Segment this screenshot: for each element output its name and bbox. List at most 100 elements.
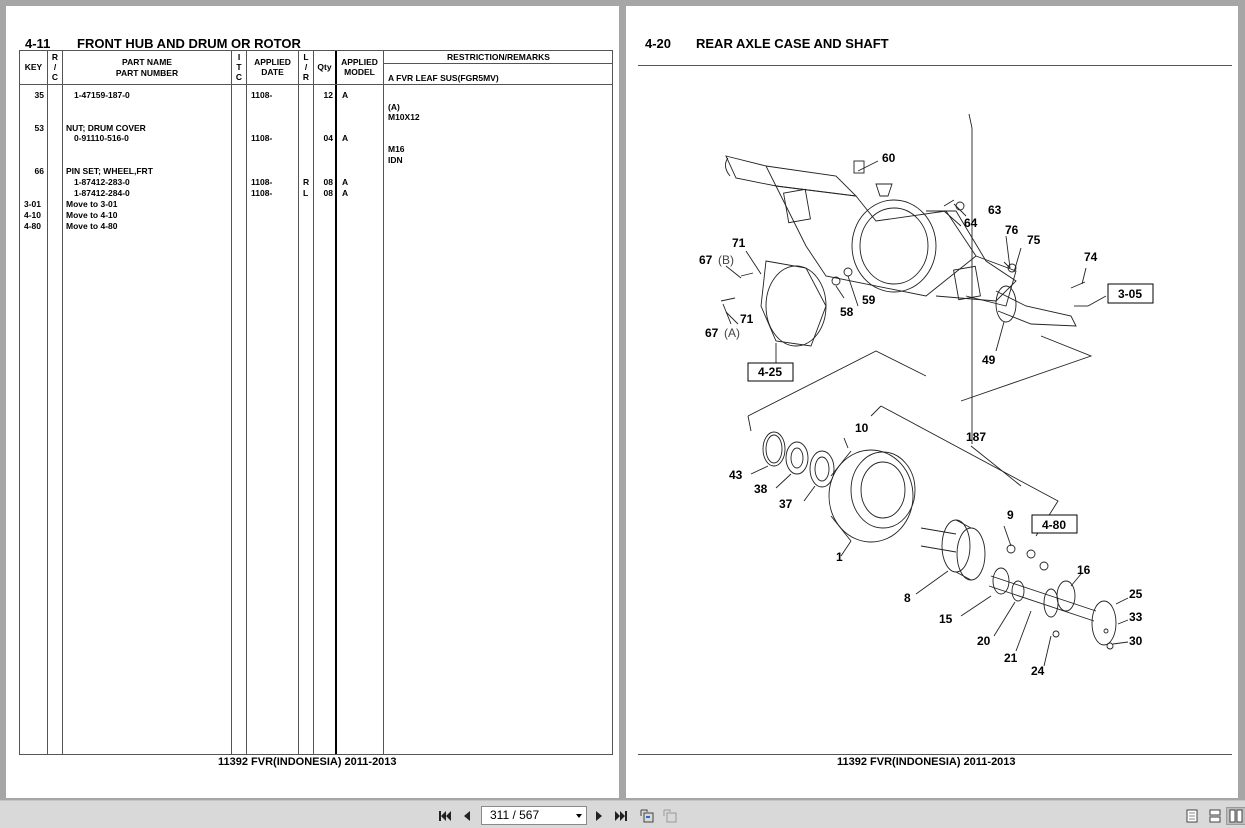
callout-71-bottom: 71 <box>740 312 754 326</box>
callout-10: 10 <box>855 421 869 435</box>
callout-75: 75 <box>1027 233 1041 247</box>
row-key: 4-10 <box>24 210 42 220</box>
navigation-toolbar: 311 / 567 <box>0 800 1245 828</box>
row-key: 3-01 <box>24 199 42 209</box>
section-title: FRONT HUB AND DRUM OR ROTOR <box>77 36 301 51</box>
svg-text:4-25: 4-25 <box>758 365 782 379</box>
row-key: 4-80 <box>24 221 42 231</box>
row-date: 1108- <box>251 188 273 198</box>
row-key: 53 <box>34 123 44 133</box>
row-part-number: 1-47159-187-0 <box>74 90 130 100</box>
header-rule <box>638 65 1232 66</box>
row-date: 1108- <box>251 133 273 143</box>
callout-33: 33 <box>1129 610 1143 624</box>
row-qty: 08 <box>323 177 333 187</box>
next-page-icon[interactable] <box>590 807 608 825</box>
two-page-view-icon[interactable] <box>1226 807 1245 825</box>
chevron-down-icon <box>576 814 582 818</box>
callout-24: 24 <box>1031 664 1045 678</box>
header-restriction-sub: A FVR LEAF SUS(FGR5MV) <box>388 73 499 83</box>
move-link[interactable]: Move to 3-01 <box>66 199 118 209</box>
row-remark: (A) <box>388 102 400 112</box>
callout-43: 43 <box>729 468 743 482</box>
row-qty: 12 <box>323 90 333 100</box>
ref-box-4-80[interactable]: 4-80 <box>1031 514 1078 534</box>
header-restriction: RESTRICTION/REMARKS <box>447 52 550 62</box>
row-qty: 04 <box>323 133 333 143</box>
header-part-name: PART NAME <box>122 57 172 67</box>
exploded-diagram: 60 63 64 76 75 74 71 67 (B) 59 58 71 67 … <box>699 113 1154 678</box>
callout-67-b: 67 <box>699 253 713 267</box>
first-page-icon[interactable] <box>436 807 454 825</box>
row-part-name: PIN SET; WHEEL,FRT <box>66 166 153 176</box>
row-part-number: 1-87412-283-0 <box>74 177 130 187</box>
callout-60: 60 <box>882 151 896 165</box>
svg-text:3-05: 3-05 <box>1118 287 1142 301</box>
previous-page-icon[interactable] <box>458 807 476 825</box>
move-link[interactable]: Move to 4-80 <box>66 221 118 231</box>
row-key: 35 <box>34 90 44 100</box>
header-key: KEY <box>24 62 43 72</box>
row-date: 1108- <box>251 90 273 100</box>
callout-38: 38 <box>754 482 768 496</box>
ref-box-3-05[interactable]: 3-05 <box>1107 283 1154 304</box>
footer-rule <box>638 754 1232 755</box>
callout-59: 59 <box>862 293 876 307</box>
callout-74: 74 <box>1084 250 1098 264</box>
row-lr: R <box>303 177 310 187</box>
page-number-select[interactable]: 311 / 567 <box>481 806 587 825</box>
row-model: A <box>342 133 349 143</box>
row-lr: L <box>303 188 309 198</box>
page-indicator: 311 / 567 <box>490 808 540 822</box>
single-page-view-icon[interactable] <box>1182 807 1202 825</box>
callout-64: 64 <box>964 216 978 230</box>
callout-67-b-tag: (B) <box>718 253 734 267</box>
callout-21: 21 <box>1004 651 1018 665</box>
row-key: 66 <box>34 166 44 176</box>
callout-37: 37 <box>779 497 793 511</box>
row-model: A <box>342 177 349 187</box>
row-part-name: NUT; DRUM COVER <box>66 123 146 133</box>
header-lr: L/R <box>302 52 310 82</box>
go-back-icon[interactable] <box>638 807 656 825</box>
callout-15: 15 <box>939 612 953 626</box>
continuous-view-icon[interactable] <box>1205 807 1225 825</box>
go-forward-icon[interactable] <box>661 807 679 825</box>
page-footer: 11392 FVR(INDONESIA) 2011-2013 <box>837 756 1016 768</box>
row-model: A <box>342 188 349 198</box>
callout-8: 8 <box>904 591 911 605</box>
row-date: 1108- <box>251 177 273 187</box>
callout-67-a: 67 <box>705 326 719 340</box>
section-number: 4-11 <box>25 36 51 51</box>
callout-76: 76 <box>1005 223 1019 237</box>
left-page: 4-11 FRONT HUB AND DRUM OR ROTOR KEY R/C… <box>6 6 619 798</box>
callout-25: 25 <box>1129 587 1143 601</box>
svg-text:4-80: 4-80 <box>1042 518 1066 532</box>
ref-box-4-25[interactable]: 4-25 <box>747 362 794 382</box>
section-title: REAR AXLE CASE AND SHAFT <box>696 36 889 51</box>
row-remark: IDN <box>388 155 403 165</box>
callout-71-top: 71 <box>732 236 746 250</box>
header-qty: Qty <box>317 62 332 72</box>
callout-63: 63 <box>988 203 1002 217</box>
section-number: 4-20 <box>645 36 672 51</box>
header-part-number: PART NUMBER <box>115 68 179 78</box>
callout-30: 30 <box>1129 634 1143 648</box>
callout-9: 9 <box>1007 508 1014 522</box>
callout-1: 1 <box>836 550 843 564</box>
callout-20: 20 <box>977 634 991 648</box>
row-part-number: 0-91110-516-0 <box>74 133 129 143</box>
move-link[interactable]: Move to 4-10 <box>66 210 118 220</box>
row-model: A <box>342 90 349 100</box>
row-remark: M10X12 <box>388 112 420 122</box>
header-rc: R/C <box>51 52 59 82</box>
row-remark: M16 <box>388 144 405 154</box>
callout-49: 49 <box>982 353 996 367</box>
right-page: 4-20 REAR AXLE CASE AND SHAFT <box>626 6 1238 798</box>
callout-67-a-tag: (A) <box>724 326 740 340</box>
last-page-icon[interactable] <box>612 807 630 825</box>
